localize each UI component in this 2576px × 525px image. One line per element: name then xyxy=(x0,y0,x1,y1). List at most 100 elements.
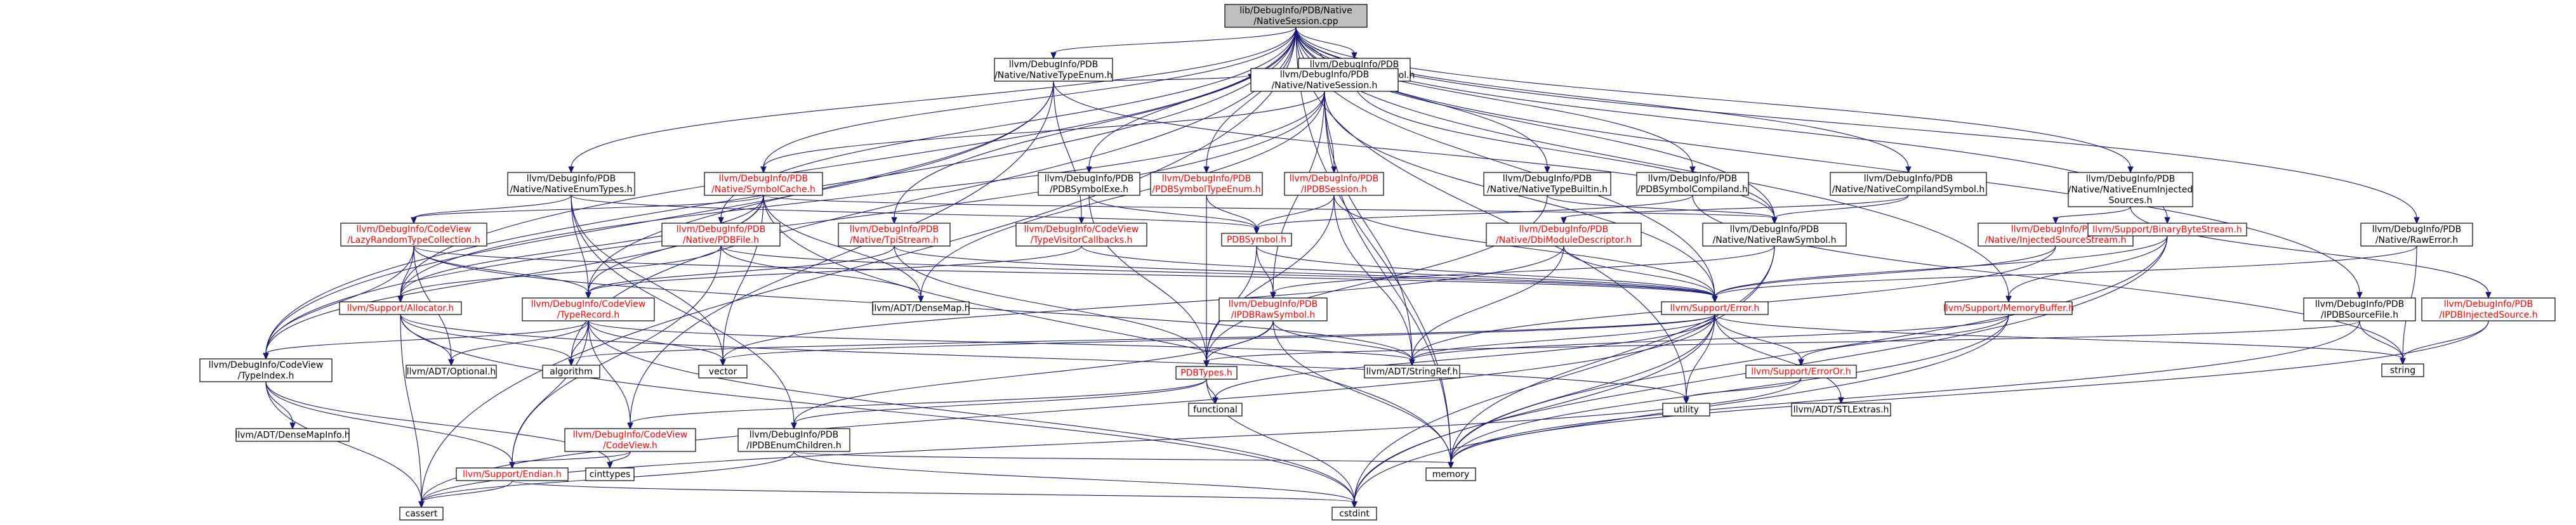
edge-line xyxy=(571,27,1297,361)
edge-allocator-to-cassert xyxy=(400,314,425,509)
node-layer: lib/DebugInfo/PDB/Native/NativeSession.c… xyxy=(199,4,2556,521)
edge-typerecord-to-vector xyxy=(588,320,726,366)
arrowhead xyxy=(1712,295,1718,303)
node-pdbsymbolexe[interactable]: llvm/DebugInfo/PDB/PDBSymbolExe.h xyxy=(1038,172,1140,196)
node-cstdint: cstdint xyxy=(1331,507,1377,521)
edge-line xyxy=(630,81,1054,424)
node-label: /IPDBSession.h xyxy=(1301,185,1367,195)
edge-error-to-errororr xyxy=(1714,314,1804,366)
node-label: /Native/NativeTypeBuiltin.h xyxy=(1487,185,1608,195)
edge-line xyxy=(1295,27,2131,168)
node-codeview[interactable]: llvm/DebugInfo/CodeView/CodeView.h xyxy=(564,428,696,452)
edge-endian-to-cassert xyxy=(418,480,513,509)
edge-line xyxy=(1272,320,1413,361)
node-nativecompilandsymbol[interactable]: llvm/DebugInfo/PDB/Native/NativeCompilan… xyxy=(1830,172,1987,196)
node-box xyxy=(2421,297,2556,321)
node-nativesession[interactable]: llvm/DebugInfo/PDB/Native/NativeSession.… xyxy=(1250,68,1399,92)
node-pdbsourcefile[interactable]: llvm/DebugInfo/PDB/IPDBSourceFile.h xyxy=(2303,297,2416,321)
node-typerecord[interactable]: llvm/DebugInfo/CodeView/TypeRecord.h xyxy=(522,297,655,321)
node-box xyxy=(737,428,850,452)
node-typeindex[interactable]: llvm/DebugInfo/CodeView/TypeIndex.h xyxy=(199,358,333,382)
node-nativeenumtypes[interactable]: llvm/DebugInfo/PDB/Native/NativeEnumType… xyxy=(507,172,635,196)
edge-memorybuffer-to-stringref xyxy=(1409,314,2009,366)
edge-pdbfile-to-densemap xyxy=(720,245,924,303)
edge-root-to-nativetypebuiltin xyxy=(1295,27,1550,174)
edge-line xyxy=(571,27,1297,168)
edge-line xyxy=(609,451,631,463)
node-box xyxy=(1188,403,1243,417)
arrowhead xyxy=(2485,292,2492,299)
edge-line xyxy=(1215,314,1715,399)
edge-line xyxy=(1692,195,2403,360)
arrowhead xyxy=(2052,217,2059,224)
node-box xyxy=(661,223,781,247)
node-label: cstdint xyxy=(1339,509,1370,519)
node-pdbsession[interactable]: llvm/DebugInfo/PDB/IPDBSession.h xyxy=(1284,172,1384,196)
node-lazyrandom[interactable]: llvm/DebugInfo/CodeView/LazyRandomTypeCo… xyxy=(340,223,487,247)
edge-line xyxy=(512,480,1355,503)
edge-line xyxy=(720,245,921,297)
edge-nativerawsymbol-to-pdbrawsymbol xyxy=(1270,245,1775,299)
node-pdbtypes[interactable]: PDBTypes.h xyxy=(1175,366,1238,380)
edge-line xyxy=(1206,379,1355,503)
node-dbimoduledescriptor[interactable]: llvm/DebugInfo/PDB/Native/DbiModuleDescr… xyxy=(1486,223,1642,247)
node-allocator[interactable]: llvm/Support/Allocator.h xyxy=(339,301,462,315)
arrowhead xyxy=(1409,359,1415,366)
node-pdbinjectedsource[interactable]: llvm/DebugInfo/PDB/IPDBInjectedSource.h xyxy=(2421,297,2556,321)
edge-line xyxy=(265,91,1325,354)
node-errororr[interactable]: llvm/Support/ErrorOr.h xyxy=(1745,365,1857,379)
edge-line xyxy=(400,195,764,297)
node-label: llvm/DebugInfo/PDB xyxy=(1310,60,1399,70)
arrowhead xyxy=(2400,358,2406,365)
edge-line xyxy=(1354,314,1715,503)
edge-line xyxy=(1088,195,1257,229)
node-typevisitorcallbacks[interactable]: llvm/DebugInfo/CodeView/TypeVisitorCallb… xyxy=(1015,223,1147,247)
arrowhead xyxy=(1253,227,1260,235)
node-endian[interactable]: llvm/Support/Endian.h xyxy=(456,467,569,481)
node-nativetypebuiltin[interactable]: llvm/DebugInfo/PDB/Native/NativeTypeBuil… xyxy=(1483,172,1611,196)
edge-root-to-nativeexesymbol xyxy=(1295,27,1357,60)
node-box xyxy=(564,428,696,452)
edge-line xyxy=(2008,235,2168,297)
arrowhead xyxy=(1683,397,1689,405)
node-error[interactable]: llvm/Support/Error.h xyxy=(1661,301,1769,315)
node-rawerror[interactable]: llvm/DebugInfo/PDB/Native/RawError.h xyxy=(2360,223,2473,247)
node-label: llvm/Support/Error.h xyxy=(1670,304,1760,314)
edge-pdbsymbolcompiland-to-pdbsymbol xyxy=(1253,195,1693,235)
node-nativeenuminjected[interactable]: llvm/DebugInfo/PDB/Native/NativeEnumInje… xyxy=(2068,172,2193,207)
edge-line xyxy=(1053,81,1775,219)
edge-error-to-cstdint xyxy=(1351,314,1715,509)
node-nativetypeenum[interactable]: llvm/DebugInfo/PDB/Native/NativeTypeEnum… xyxy=(994,58,1113,82)
node-pdbsymboltypeenum[interactable]: llvm/DebugInfo/PDB/PDBSymbolTypeEnum.h xyxy=(1150,172,1263,196)
node-pdbsymbol[interactable]: PDBSymbol.h xyxy=(1221,233,1292,247)
node-pdbsymbolcompiland[interactable]: llvm/DebugInfo/PDB/PDBSymbolCompiland.h xyxy=(1636,172,1749,196)
edge-tpistream-to-typerecord xyxy=(585,245,895,299)
edge-line xyxy=(1714,314,1802,361)
edge-nativeenumtypes-to-vector xyxy=(571,195,726,366)
edge-root-to-tpistream xyxy=(891,27,1297,224)
arrowhead xyxy=(1212,397,1219,405)
node-box xyxy=(1425,467,1476,481)
node-label: /Native/DbiModuleDescriptor.h xyxy=(1496,235,1632,245)
node-nativerawsymbol[interactable]: llvm/DebugInfo/PDB/Native/NativeRawSymbo… xyxy=(1702,223,1847,247)
node-ipdbenumchildren[interactable]: llvm/DebugInfo/PDB/IPDBEnumChildren.h xyxy=(737,428,850,452)
node-tpistream[interactable]: llvm/DebugInfo/PDB/Native/TpiStream.h xyxy=(838,223,951,247)
node-box xyxy=(1015,223,1147,247)
node-stringref: llvm/ADT/StringRef.h xyxy=(1364,365,1460,379)
node-pdbfile[interactable]: llvm/DebugInfo/PDB/Native/PDBFile.h xyxy=(661,223,781,247)
node-symbolcache[interactable]: llvm/DebugInfo/PDB/Native/SymbolCache.h xyxy=(704,172,823,196)
node-label: PDBTypes.h xyxy=(1180,368,1232,379)
node-label: PDBSymbol.h xyxy=(1227,235,1286,245)
node-memorybuffer[interactable]: llvm/Support/MemoryBuffer.h xyxy=(1943,301,2074,315)
node-label: /IPDBInjectedSource.h xyxy=(2439,310,2537,320)
edge-pdbinjectedsource-to-memory xyxy=(1448,320,2489,469)
node-binarybytestream[interactable]: llvm/Support/BinaryByteStream.h xyxy=(2087,223,2247,237)
edge-line xyxy=(451,320,589,361)
node-pdbrawsymbol[interactable]: llvm/DebugInfo/PDB/IPDBRawSymbol.h xyxy=(1219,297,1328,321)
edge-error-to-vector xyxy=(720,314,1715,366)
edge-line xyxy=(1800,314,2009,361)
node-label: /Native/NativeEnumInjected xyxy=(2068,185,2193,195)
edge-pdbsymbolcompiland-to-string xyxy=(1692,195,2406,365)
node-label: llvm/DebugInfo/PDB xyxy=(2315,299,2405,309)
arrowhead xyxy=(1689,166,1696,174)
